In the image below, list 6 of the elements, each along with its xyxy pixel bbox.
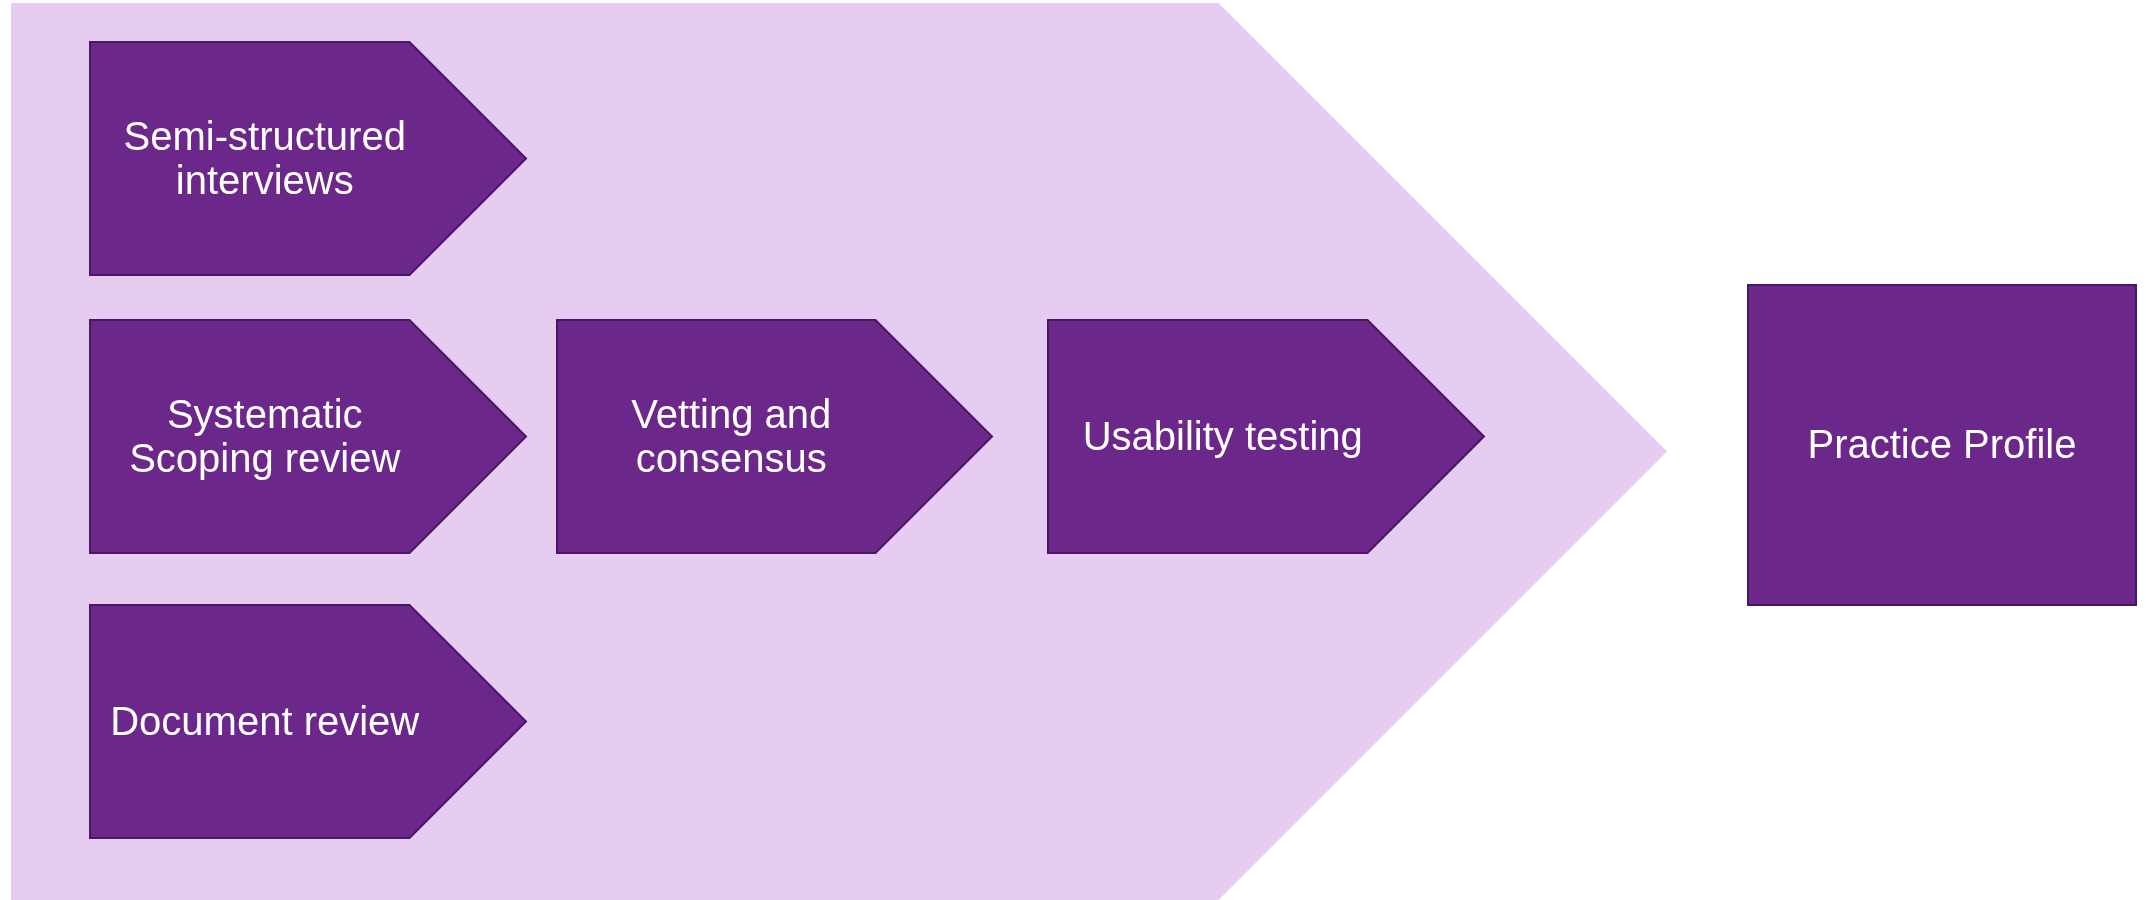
node-label: Semi-structured interviews (122, 115, 407, 202)
node-label: Vetting and consensus (630, 393, 833, 480)
node-label: Document review (110, 699, 420, 744)
node-label: Systematic Scoping review (128, 393, 402, 480)
node-label: Practice Profile (1807, 423, 2077, 467)
node-label: Usability testing (1082, 414, 1363, 459)
